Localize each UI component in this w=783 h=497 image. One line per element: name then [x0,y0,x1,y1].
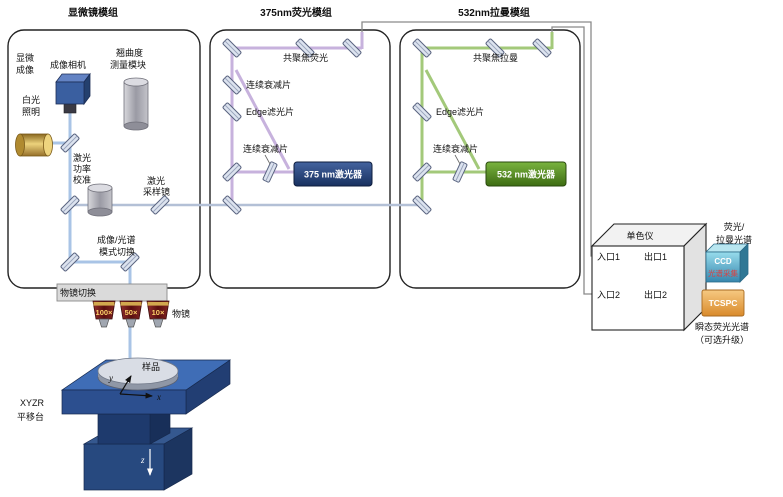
label-confocal-fluorescence: 共聚焦荧光 [283,52,328,63]
optic-375-corner-mirror [222,162,242,182]
label-imaging-camera: 成像相机 [50,59,86,70]
optic-532-bottom-mirror [412,195,432,215]
label-532-attenuator: 连续衰减片 [433,143,478,154]
white-light-source [15,133,53,157]
objective-10x: 10× [146,300,170,328]
title-375-module: 375nm荧光模组 [260,6,332,19]
label-confocal-raman: 共聚焦拉曼 [473,52,518,63]
laser-375nm-label: 375 nm激光器 [304,169,363,180]
optic-375-bottom-mirror [222,195,242,215]
tcspc-detector: TCSPC [701,289,745,317]
laser-532nm: 532 nm激光器 [485,161,567,187]
label-power-cal-2: 功率 [73,163,91,174]
beam-375-diagonal [234,69,291,170]
title-532-module: 532nm拉曼模组 [458,6,530,19]
laser-375nm: 375 nm激光器 [293,161,373,187]
label-spectrum-1: 荧光/ [724,221,745,232]
objective-50x: 50× [119,300,143,328]
label-mode-switch-1: 成像/光谱 [97,234,136,245]
module-box-375 [209,29,391,289]
objective-10x-label: 10× [152,308,165,317]
label-white-light-2: 照明 [22,107,40,117]
label-stage-2: 平移台 [17,411,44,422]
label-transient-1: 瞬态荧光光谱 [695,321,749,332]
optic-532-top-mirror [412,38,432,58]
pointer-375-attenuator [264,154,271,165]
axis-z-label: z [140,455,145,465]
ccd-label: CCD [714,257,732,266]
title-microscope-module: 显微镜模组 [68,6,118,19]
label-sample: 样品 [142,361,160,372]
optic-375-edge-filter [222,102,242,122]
laser-power-meter-cylinder [87,183,113,217]
objective-100x: 100× [92,300,116,328]
imaging-camera [55,72,91,114]
label-exit-2: 出口2 [644,289,667,300]
optic-532-confocal-lens1 [485,38,505,58]
objective-100x-label: 100× [96,308,114,317]
label-mode-switch-2: 模式切换 [99,246,135,257]
optic-375-top-mirror [222,38,242,58]
label-spectrum-2: 拉曼光谱 [716,234,752,245]
optic-532-corner-mirror [412,162,432,182]
label-warpage-2: 测量模块 [110,59,146,70]
wire-raman-to-entrance2 [551,26,593,295]
optic-532-confocal-lens2 [532,38,552,58]
axis-y-arrow [119,375,132,395]
pointer-532-attenuator [454,154,461,165]
optic-532-edge-filter [412,102,432,122]
monochromator-title: 单色仪 [626,230,653,241]
label-stage-1: XYZR [20,398,45,408]
monochromator: 单色仪 入口1 出口1 入口2 出口2 [590,222,708,332]
label-sampling-mirror-1: 激光 [147,175,165,186]
label-micro-imaging-1: 显微 [16,52,34,63]
axis-x-arrow [119,392,153,399]
optic-375-confocal-lens2 [342,38,362,58]
axis-x-label: x [156,392,161,402]
ccd-sub-label: 光谱采集 [708,268,738,278]
warpage-measurement-cylinder [123,77,149,131]
optic-laser-sampling-mirror [150,195,170,215]
optic-375-attenuator-lower [262,161,278,183]
label-power-cal-3: 校准 [73,174,91,185]
label-warpage-1: 翘曲度 [116,47,143,58]
label-transient-2: （可选升级） [695,334,749,345]
optic-532-attenuator [452,161,468,183]
label-532-edge-filter: Edge滤光片 [436,106,484,117]
optic-objective-fold-mirror [120,252,140,272]
label-sampling-mirror-2: 采样镜 [143,186,170,197]
label-375-edge-filter: Edge滤光片 [246,106,294,117]
module-box-532 [399,29,581,289]
optic-power-pickoff-mirror [60,195,80,215]
ccd-detector: CCD 光谱采集 [705,243,749,283]
label-entrance-1: 入口1 [597,252,620,262]
label-375-attenuator-upper: 连续衰减片 [246,79,291,90]
axis-y-label: y [108,373,113,383]
laser-532nm-label: 532 nm激光器 [497,169,556,180]
label-micro-imaging-2: 成像 [16,64,34,75]
sample-disc [97,357,179,391]
optic-whitelight-combiner [60,133,80,153]
label-power-cal-1: 激光 [73,152,91,163]
tcspc-label: TCSPC [709,298,738,308]
label-objective: 物镜 [172,308,190,319]
label-entrance-2: 入口2 [597,290,620,300]
label-exit-1: 出口1 [644,251,667,262]
optic-375-confocal-lens1 [295,38,315,58]
beam-532-diagonal [424,69,481,170]
label-objective-switch: 物镜切换 [60,287,96,298]
label-white-light-1: 白光 [22,94,40,105]
objective-50x-label: 50× [125,308,138,317]
optic-mode-switch-mirror [60,252,80,272]
label-375-attenuator-lower: 连续衰减片 [243,143,288,154]
optic-375-attenuator-upper [222,75,242,95]
